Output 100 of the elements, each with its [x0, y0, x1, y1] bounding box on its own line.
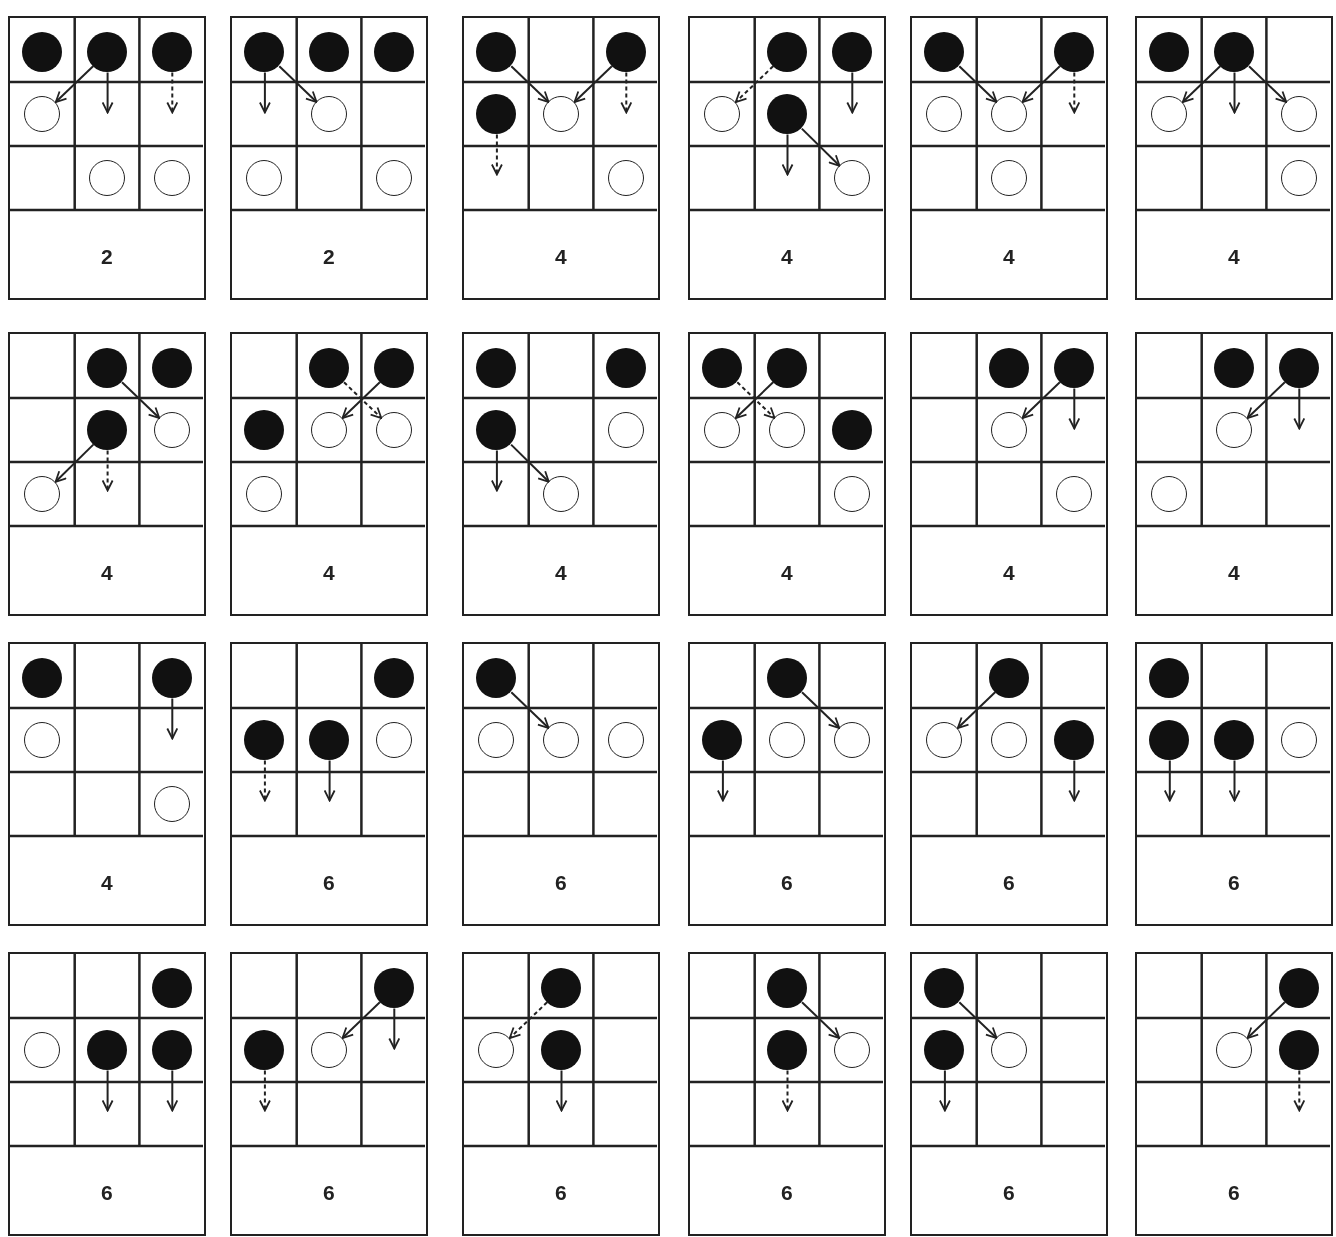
card [688, 952, 886, 1236]
filled-circle [1053, 720, 1094, 760]
filled-circle [1214, 32, 1255, 72]
arrow [801, 691, 841, 729]
filled-circle [151, 1030, 192, 1070]
card [230, 332, 428, 616]
card-number: 4 [1228, 246, 1240, 267]
card-number: 4 [781, 246, 793, 267]
card-number: 6 [555, 1182, 567, 1203]
arrow [958, 65, 998, 103]
card-number: 4 [323, 562, 335, 583]
filled-circle [476, 32, 517, 72]
card [230, 642, 428, 926]
card [688, 642, 886, 926]
card [462, 16, 660, 300]
arrow [846, 71, 859, 114]
arrow [1228, 759, 1241, 802]
arrow [1181, 65, 1222, 103]
arrow [166, 697, 179, 740]
card-number: 6 [555, 872, 567, 893]
arrow [510, 65, 550, 103]
arrow [491, 133, 503, 176]
card-number: 4 [555, 562, 567, 583]
filled-circle [924, 968, 965, 1008]
arrow [1068, 71, 1081, 114]
arrow [620, 71, 633, 114]
arrow [510, 691, 550, 729]
filled-circle [989, 348, 1030, 388]
filled-circle [767, 32, 808, 72]
filled-circle [476, 410, 517, 450]
filled-circle [373, 348, 414, 388]
arrow [341, 1001, 381, 1039]
filled-circle [1278, 1030, 1319, 1070]
card-number: 2 [101, 246, 113, 267]
arrow [1293, 1069, 1306, 1112]
filled-circle [476, 348, 517, 388]
filled-circle [244, 32, 285, 72]
filled-circle [373, 658, 414, 698]
filled-circle [1214, 720, 1255, 760]
filled-circle [605, 348, 646, 388]
arrow [259, 759, 271, 802]
filled-circle [87, 32, 128, 72]
card [1135, 642, 1333, 926]
arrow [508, 1001, 549, 1039]
arrow [278, 65, 318, 103]
card [688, 332, 886, 616]
card-number: 4 [101, 872, 113, 893]
filled-circle [924, 32, 965, 72]
filled-circle [22, 32, 63, 72]
arrow [958, 1001, 998, 1039]
filled-circle [1053, 32, 1094, 72]
arrow [1068, 387, 1081, 430]
filled-circle [476, 658, 517, 698]
filled-circle [605, 32, 646, 72]
arrow [1248, 65, 1288, 103]
card [910, 16, 1108, 300]
filled-circle [373, 32, 414, 72]
arrow [1021, 65, 1061, 103]
filled-circle [87, 410, 128, 450]
arrow [101, 71, 114, 114]
filled-circle [831, 410, 872, 450]
filled-circle [1149, 658, 1190, 698]
filled-circle [151, 658, 192, 698]
card-number: 4 [1003, 562, 1015, 583]
card [1135, 332, 1333, 616]
card [462, 952, 660, 1236]
arrow [781, 1069, 794, 1112]
filled-circle [244, 720, 285, 760]
card [462, 332, 660, 616]
arrow [121, 381, 161, 419]
arrow [939, 1069, 951, 1112]
card [1135, 16, 1333, 300]
card-number: 6 [1003, 1182, 1015, 1203]
card-number: 6 [1228, 1182, 1240, 1203]
card-number: 4 [781, 562, 793, 583]
card [8, 642, 206, 926]
filled-circle [767, 968, 808, 1008]
card-number: 2 [323, 246, 335, 267]
filled-circle [1149, 720, 1190, 760]
arrow [259, 71, 271, 114]
arrow [166, 1069, 179, 1112]
filled-circle [1149, 32, 1190, 72]
arrow [734, 65, 775, 103]
card [1135, 952, 1333, 1236]
filled-circle [1214, 348, 1255, 388]
arrow [491, 449, 503, 492]
filled-circle [767, 348, 808, 388]
arrow [166, 71, 179, 114]
arrow [1163, 759, 1176, 802]
arrow [54, 443, 95, 483]
card [8, 952, 206, 1236]
filled-circle [151, 348, 192, 388]
filled-circle [151, 32, 192, 72]
filled-circle [244, 410, 285, 450]
card-number: 4 [1228, 562, 1240, 583]
arrow [800, 127, 841, 167]
card [910, 332, 1108, 616]
card-number: 6 [781, 872, 793, 893]
filled-circle [702, 348, 743, 388]
arrow [956, 691, 997, 729]
